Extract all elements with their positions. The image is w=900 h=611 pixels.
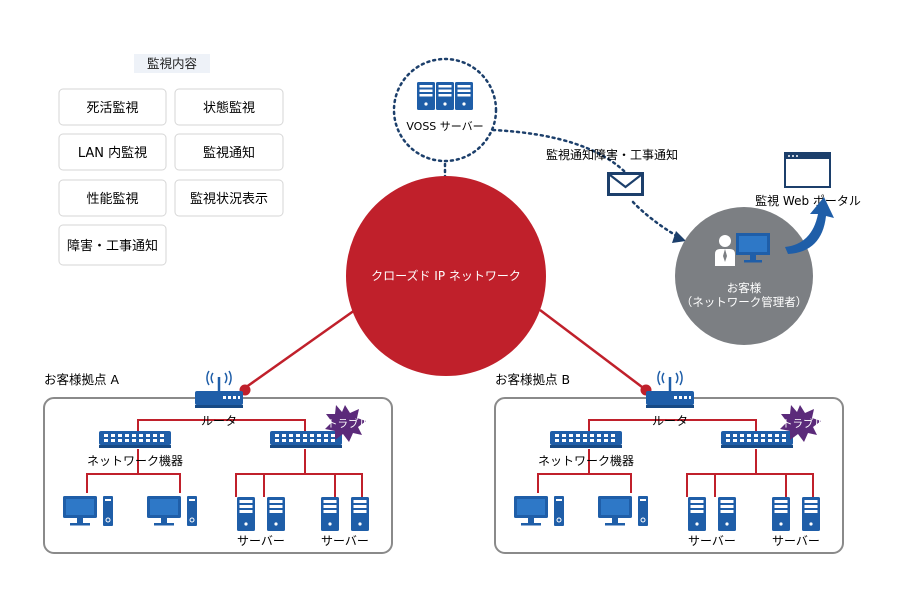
server-tower-icon [688, 497, 706, 531]
monitoring-item: 状態監視 [174, 88, 284, 126]
server-tower-icon [321, 497, 339, 531]
browser-window-icon [784, 152, 831, 188]
switch-icon [270, 431, 342, 448]
admin-person-icon [715, 235, 735, 266]
customer-site-a: お客様拠点 A ルータ ネットワーク機器 トラブル サーバー サーバー [43, 369, 393, 554]
monitoring-panel: 監視内容 死活監視 状態監視 LAN 内監視 監視通知 性能監視 監視状況表示 … [58, 54, 284, 266]
switch-icon [550, 431, 622, 448]
server-tower-icon [267, 497, 285, 531]
admin-monitor-icon [736, 233, 770, 263]
notify-path-upper [491, 128, 630, 177]
router-label: ルータ [652, 414, 688, 428]
notify-arrow-head [672, 231, 686, 243]
server-tower-icon [772, 497, 790, 531]
customer-circle [675, 207, 813, 345]
monitoring-heading-bg [134, 54, 210, 73]
router-label: ルータ [201, 414, 237, 428]
svg-text:障害・工事通知: 障害・工事通知 [67, 238, 158, 254]
mail-icon [607, 172, 644, 196]
network-device-label: ネットワーク機器 [538, 453, 634, 468]
server-label: サーバー [772, 534, 820, 548]
switch-icon [721, 431, 793, 448]
router-icon [644, 369, 696, 410]
web-portal-label: 監視 Web ポータル [755, 193, 861, 208]
link-network-site-b [539, 309, 647, 391]
server-tower-icon [802, 497, 820, 531]
notify-path-lower [631, 200, 682, 240]
upload-arrow-icon [785, 197, 834, 254]
voss-server-label: VOSS サーバー [406, 120, 483, 133]
monitoring-item: LAN 内監視 [58, 133, 167, 171]
closed-ip-network-label: クローズド IP ネットワーク [371, 268, 521, 283]
server-label: サーバー [321, 534, 369, 548]
server-tower-icon [718, 497, 736, 531]
svg-text:監視状況表示: 監視状況表示 [190, 191, 268, 207]
customer-site-b: お客様拠点 B ルータ ネットワーク機器 トラブル サーバー サーバー [494, 369, 844, 554]
site-title: お客様拠点 B [495, 372, 570, 387]
server-tower-icon [237, 497, 255, 531]
monitoring-item: 監視通知 [174, 133, 284, 171]
svg-text:監視通知: 監視通知 [203, 145, 255, 161]
trouble-label: トラブル [782, 417, 824, 430]
monitoring-item: 監視状況表示 [174, 179, 284, 217]
svg-text:状態監視: 状態監視 [203, 100, 255, 116]
trouble-label: トラブル [327, 417, 369, 430]
server-tower-icon [351, 497, 369, 531]
site-title: お客様拠点 A [44, 372, 119, 387]
svg-text:死活監視: 死活監視 [86, 100, 138, 116]
link-network-site-a [241, 308, 356, 392]
voss-server-icon [417, 82, 473, 110]
network-device-label: ネットワーク機器 [87, 453, 183, 468]
router-icon [193, 369, 245, 410]
closed-ip-network [346, 176, 546, 376]
customer-label: お客様 [727, 281, 762, 295]
monitoring-item: 障害・工事通知 [58, 224, 167, 266]
monitoring-item: 性能監視 [58, 179, 167, 217]
server-label: サーバー [688, 534, 736, 548]
server-label: サーバー [237, 534, 285, 548]
switch-icon [99, 431, 171, 448]
monitoring-item: 死活監視 [58, 88, 167, 126]
svg-text:LAN 内監視: LAN 内監視 [78, 145, 147, 161]
svg-text:性能監視: 性能監視 [86, 191, 138, 207]
customer-role-label: （ネットワーク管理者） [681, 295, 808, 309]
monitoring-heading: 監視内容 [147, 56, 197, 71]
notify-label: 監視通知障害・工事通知 [546, 147, 678, 162]
